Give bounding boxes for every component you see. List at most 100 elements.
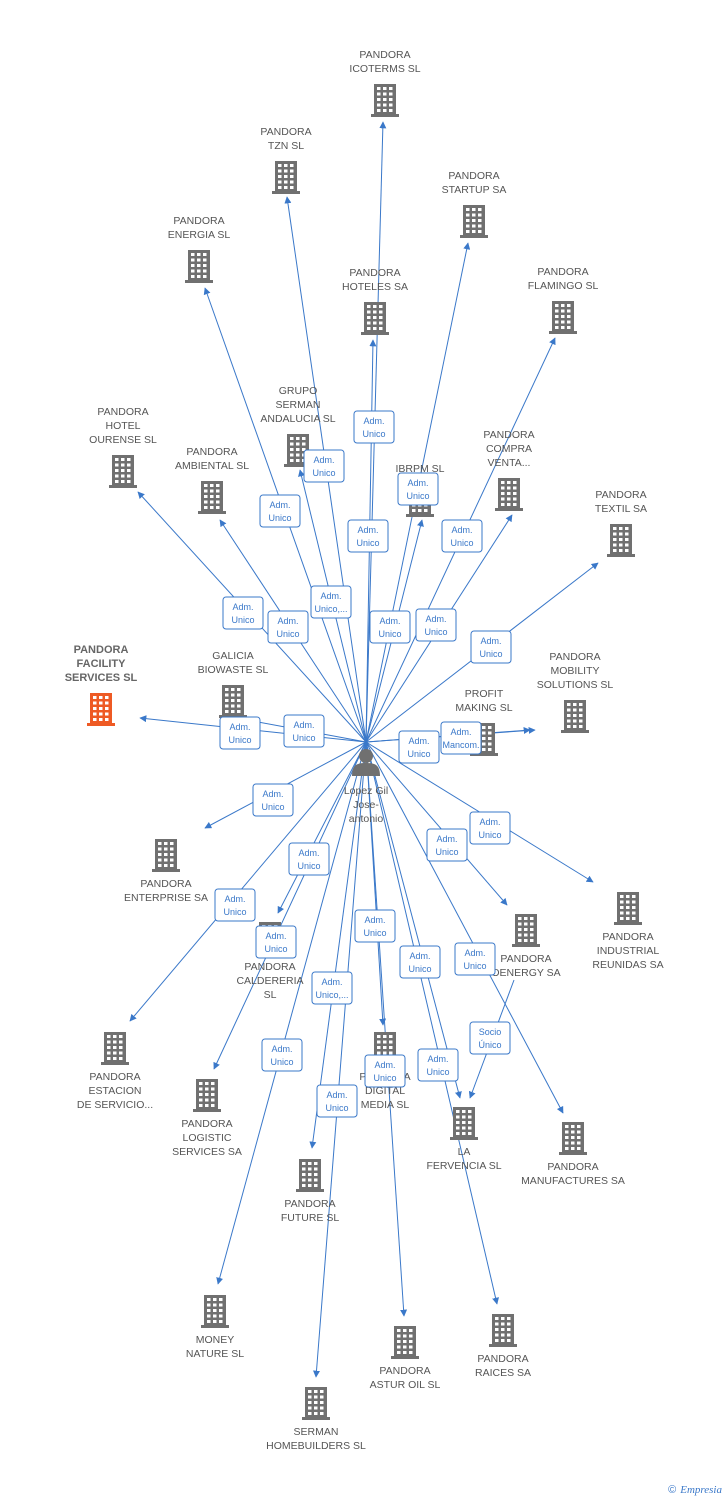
company-label-line: PANDORA <box>186 446 237 458</box>
relation-label-asturoil[interactable]: Adm. Unico <box>364 1054 406 1088</box>
relation-text: Adm. <box>320 591 341 601</box>
relation-box <box>454 942 496 976</box>
company-label-line: TZN SL <box>268 140 304 152</box>
relation-label-energia[interactable]: Adm.Unico <box>259 494 301 528</box>
relation-label-serman[interactable]: Adm.Unico <box>316 1084 358 1118</box>
relation-label-raices[interactable]: Adm.Unico <box>417 1048 459 1082</box>
relation-text: Unico <box>424 627 447 637</box>
relation-label-mobility[interactable]: Adm.Unico <box>398 730 440 764</box>
company-label-line: SERMAN <box>294 1426 339 1438</box>
company-label-line: DIGITAL <box>365 1085 405 1097</box>
company-label-line: PANDORA <box>173 215 224 227</box>
relation-text: Unico <box>312 468 335 478</box>
building-icon <box>450 1107 478 1140</box>
relation-label-estacion[interactable]: Adm.Unico <box>214 888 256 922</box>
relation-text: Adm. <box>321 977 342 987</box>
relation-label-enterprise[interactable]: Adm.Unico <box>252 783 294 817</box>
company-label-line: GALICIA <box>212 650 253 662</box>
relation-box <box>354 909 396 943</box>
relation-label-manufactures[interactable]: Adm.Unico <box>454 942 496 976</box>
relation-label-grupo[interactable]: Adm. Unico,... <box>310 585 352 619</box>
relation-label-future[interactable]: Adm.Unico,... <box>311 971 353 1005</box>
relation-label-digital[interactable]: Adm.Unico <box>354 909 396 943</box>
company-label-line: HOMEBUILDERS SL <box>266 1440 366 1452</box>
building-icon <box>460 205 488 238</box>
relation-label-compraventa[interactable]: Adm.Unico <box>415 608 457 642</box>
relation-label-startup[interactable]: Adm.Unico <box>397 472 439 506</box>
relation-text: Adm. <box>374 1060 395 1070</box>
relation-text: Adm. <box>313 455 334 465</box>
relation-text: Unico <box>261 802 284 812</box>
person-label-line: Lopez Gil <box>344 785 388 797</box>
relation-text: Unico <box>373 1073 396 1083</box>
relation-label-profit[interactable]: Adm. Mancom. <box>440 721 482 755</box>
relation-text: Mancom. <box>442 740 479 750</box>
relation-label-flamingo[interactable]: Adm.Unico <box>441 519 483 553</box>
relation-label-money[interactable]: Adm.Unico <box>261 1038 303 1072</box>
relation-text: Adm. <box>379 616 400 626</box>
company-label-line: FACILITY <box>77 658 127 670</box>
relation-text: Adm. <box>436 834 457 844</box>
relation-label-oenergy[interactable]: Adm.Unico <box>426 828 468 862</box>
relation-label-hotelourense[interactable]: Adm.Unico <box>222 596 264 630</box>
company-label-line: MONEY <box>196 1334 235 1346</box>
footer-brand[interactable]: ©Empresia <box>668 1484 722 1496</box>
relation-label-facility[interactable]: Adm.Unico <box>219 716 261 750</box>
building-icon <box>152 839 180 872</box>
relation-label-fervencia[interactable]: Adm.Unico <box>399 945 441 979</box>
company-label-line: DE SERVICIO... <box>77 1099 153 1111</box>
relation-text: Adm. <box>450 727 471 737</box>
relation-label-galicia[interactable]: Adm.Unico <box>283 714 325 748</box>
edge-person-raices <box>365 741 499 1305</box>
company-label-line: PANDORA <box>359 49 410 61</box>
company-node-compraventa[interactable]: PANDORACOMPRAVENTA... <box>483 429 535 511</box>
relation-label-tzn[interactable]: Adm. Unico <box>303 449 345 483</box>
building-icon <box>302 1387 330 1420</box>
company-label-line: CALDERERIA <box>236 975 303 987</box>
relation-label-caldereria[interactable]: Adm.Unico <box>288 842 330 876</box>
company-node-serman[interactable]: SERMAN HOMEBUILDERS SL <box>266 1387 366 1452</box>
relation-text: Unico,... <box>314 604 347 614</box>
relation-box <box>440 721 482 755</box>
relation-label-ibrpm[interactable]: Adm.Unico <box>369 610 411 644</box>
building-icon <box>193 1079 221 1112</box>
company-label-line: MAKING SL <box>455 702 512 714</box>
relation-label-textil[interactable]: Adm.Unico <box>470 630 512 664</box>
company-label-line: HOTELES SA <box>342 281 408 293</box>
relation-label-ambiental[interactable]: Adm.Unico <box>267 610 309 644</box>
relation-label-hoteles[interactable]: Adm.Unico <box>347 519 389 553</box>
relation-text: Adm. <box>271 1044 292 1054</box>
relation-label-icoterms[interactable]: Adm.Unico <box>353 410 395 444</box>
building-icon <box>512 914 540 947</box>
edge-person-caldereria <box>277 741 367 914</box>
relation-text: Adm. <box>224 894 245 904</box>
relation-label-industrial[interactable]: Adm.Unico <box>469 811 511 845</box>
company-label-line: PANDORA <box>140 878 191 890</box>
relation-label-logistic[interactable]: Adm.Unico <box>255 925 297 959</box>
